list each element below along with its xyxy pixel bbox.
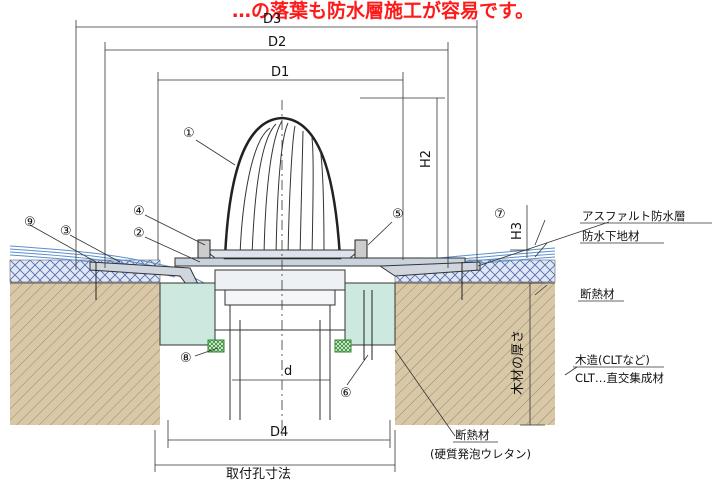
- part-6: ⑥: [340, 386, 352, 401]
- part-7: ⑦: [494, 207, 506, 222]
- dim-d1: D1: [271, 65, 289, 80]
- wood-block-left: [10, 283, 160, 425]
- label-asphalt: アスファルト防水層: [582, 209, 686, 223]
- dim-d2: D2: [268, 35, 286, 50]
- dim-d: d: [284, 364, 292, 379]
- label-insulation-bottom-1: 断熱材: [455, 428, 490, 442]
- leader-lines: [29, 139, 610, 437]
- dim-wood-thickness: 木材の厚さ: [511, 330, 526, 395]
- body-insulation-right: [344, 282, 396, 346]
- top-banner-text: …の落葉も防水層施工が容易です。: [232, 0, 534, 22]
- right-flange: [378, 261, 481, 277]
- dim-mounting-hole: 取付孔寸法: [226, 467, 291, 482]
- part-5: ⑤: [392, 207, 404, 222]
- part-2: ②: [133, 226, 145, 241]
- label-underlines: [453, 222, 712, 443]
- part-8: ⑧: [180, 351, 192, 366]
- seal-right: [334, 339, 352, 353]
- dim-h2: H2: [419, 150, 434, 168]
- part-9: ⑨: [24, 215, 36, 230]
- label-wood-2: CLT…直交集成材: [575, 371, 664, 385]
- wood-block-right: [395, 283, 555, 425]
- dim-d3: D3: [263, 12, 281, 27]
- body-insulation-left: [159, 282, 216, 346]
- part-1: ①: [183, 126, 195, 141]
- label-insulation-bottom-2: (硬質発泡ウレタン): [430, 447, 531, 461]
- part-4: ④: [133, 204, 145, 219]
- dome-strainer: [203, 116, 362, 260]
- label-wood-1: 木造(CLTなど): [575, 353, 650, 367]
- dim-d4: D4: [270, 425, 288, 440]
- label-insulation-right: 断熱材: [580, 287, 615, 301]
- dim-h3: H3: [510, 222, 525, 240]
- bolts: [95, 239, 463, 360]
- drain-body: [214, 269, 346, 420]
- label-substrate: 防水下地材: [582, 229, 640, 243]
- seal-left: [207, 339, 225, 353]
- part-3: ③: [60, 224, 72, 239]
